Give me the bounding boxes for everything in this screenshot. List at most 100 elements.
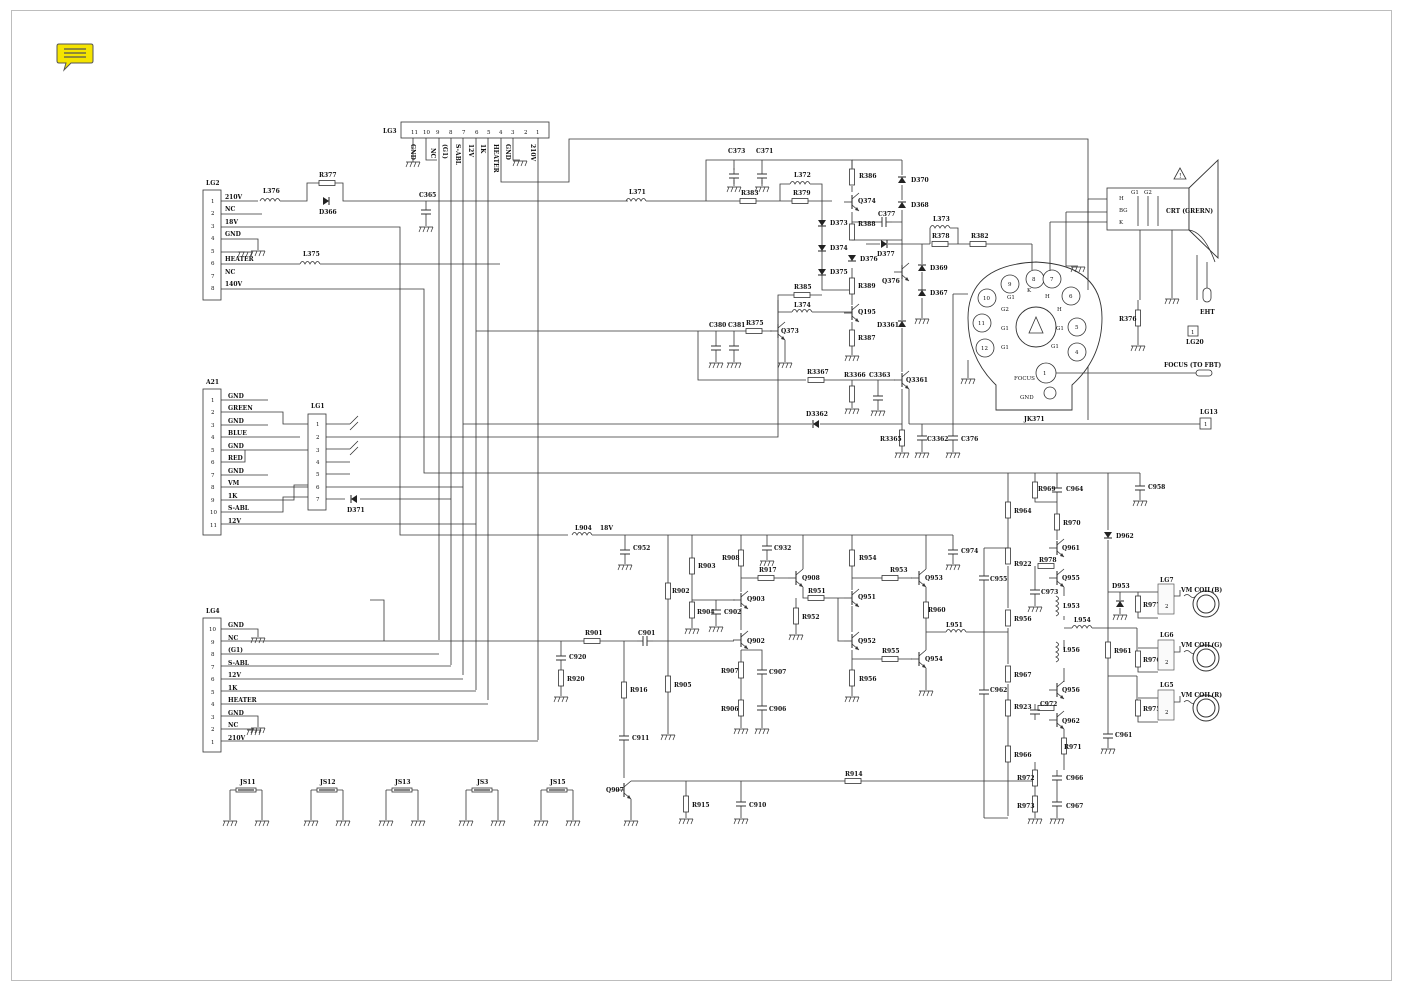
- label-r970: R970: [1063, 520, 1081, 527]
- label-c906: C906: [769, 706, 786, 713]
- connector-a21: A21 1 2 3 4 5 6 7 8 9 10 11 GND GREEN GN…: [202, 379, 476, 536]
- socket-label: H: [1045, 294, 1050, 300]
- label-c371: C371: [756, 148, 773, 155]
- socket-pin: 5: [1075, 325, 1079, 331]
- lg1-pin: 6: [316, 485, 320, 491]
- lg2-pins: 1 2 3 4 5 6 7 8: [211, 199, 215, 292]
- lg20-pin: 1: [1191, 330, 1195, 336]
- lg1-pin: 5: [316, 472, 320, 478]
- label-c376: C376: [961, 436, 978, 443]
- label-r915: R915: [692, 802, 710, 809]
- socket-pin: 7: [1050, 277, 1054, 283]
- label-js13: JS13: [394, 779, 411, 786]
- lg1-pin: 3: [316, 448, 320, 454]
- label-c911: C911: [632, 735, 649, 742]
- label-r953: R953: [890, 567, 908, 574]
- lg3-label: 12V: [467, 144, 474, 157]
- lg4-label: 1K: [228, 685, 238, 692]
- label-c958: C958: [1148, 484, 1165, 491]
- label-r3367: R3367: [807, 369, 829, 376]
- label-r920: R920: [567, 676, 585, 683]
- label-c377: C377: [878, 211, 895, 218]
- sticky-note-icon[interactable]: [56, 42, 94, 72]
- lg4-pin: 9: [211, 640, 215, 646]
- lg1-pin: 2: [316, 435, 320, 441]
- lg4-pin: 2: [211, 727, 215, 733]
- label-q902: Q902: [747, 638, 765, 645]
- label-l953: L953: [1063, 603, 1080, 610]
- label-js11: JS11: [239, 779, 256, 786]
- vm-amplifier: L904 18V C952 C974 R903 R902 R904 C902 R…: [553, 473, 1165, 827]
- vm-coils: R977 2 LG7 VM COIL(B) R976 2 LG6 VM COIL…: [1132, 577, 1222, 723]
- label-q962: Q962: [1062, 718, 1080, 725]
- socket-pin: 11: [978, 321, 985, 327]
- lg2-pin: 3: [211, 224, 215, 230]
- lg3-label: GND: [409, 144, 416, 160]
- lg4-pin: 6: [211, 677, 215, 683]
- label-r388: R388: [858, 221, 876, 228]
- jumper-js12: JS12: [303, 779, 351, 827]
- label-l956: L956: [1063, 647, 1080, 654]
- a21-pin: 10: [210, 510, 217, 516]
- label-r961: R961: [1114, 648, 1132, 655]
- vm-pin: 2: [1165, 604, 1169, 610]
- connector-lg3: LG3 11 10 9 8 7 6 5 4 3 2 1 GND NC (G1) …: [383, 121, 1089, 740]
- label-d3361: D3361: [877, 322, 899, 329]
- jumper-js15: JS15: [533, 779, 581, 827]
- lg4-label: GND: [228, 710, 244, 717]
- lg2-label: 210V: [225, 194, 243, 201]
- label-r972: R972: [1017, 775, 1035, 782]
- label-c902: C902: [724, 609, 741, 616]
- lg13-pin: 1: [1204, 422, 1208, 428]
- label-q376: Q376: [882, 278, 900, 285]
- crt-driver-stage: L371 C373 C371 L372 R383 R379 R386 Q374 …: [463, 148, 1032, 459]
- vm-conn: LG5: [1160, 682, 1174, 689]
- a21-pin: 4: [211, 435, 215, 441]
- label-c920: C920: [569, 654, 586, 661]
- connector-lg1: LG1 1 2 3 4 5 6 7 D371: [307, 300, 779, 514]
- lg3-label: 210V: [529, 144, 536, 162]
- label-r3365: R3365: [880, 436, 902, 443]
- label-r923: R923: [1014, 704, 1032, 711]
- lg3-label: NC: [429, 148, 436, 158]
- warning-icon: !: [1179, 173, 1181, 180]
- lg2-ref: LG2: [206, 180, 220, 187]
- jumpers: JS11 JS12 JS13 JS3 JS15: [222, 779, 581, 827]
- label-r902: R902: [672, 588, 690, 595]
- crt-focus-label: FOCUS (TO FBT): [1164, 362, 1221, 369]
- a21-label: VM: [227, 480, 240, 487]
- lg4-label: GND: [228, 622, 244, 629]
- lg2-pin: 8: [211, 286, 215, 292]
- lg2-pin: 5: [211, 249, 215, 255]
- a21-pin: 7: [211, 473, 215, 479]
- lg3-pin: 4: [499, 130, 503, 136]
- label-r956a: R956: [1014, 616, 1032, 623]
- jumper-js13: JS13: [378, 779, 426, 827]
- a21-pin: 2: [211, 410, 215, 416]
- lg3-pin: 7: [462, 130, 466, 136]
- label-l951: L951: [946, 622, 963, 629]
- label-c3362: C3362: [927, 436, 948, 443]
- lg3-pin: 8: [449, 130, 453, 136]
- label-q956: Q956: [1062, 687, 1080, 694]
- a21-label: RED: [228, 455, 243, 462]
- label-r955: R955: [882, 648, 900, 655]
- label-r971: R971: [1064, 744, 1082, 751]
- label-r966: R966: [1014, 752, 1032, 759]
- vm-coil-label: VM COIL(B): [1180, 587, 1222, 594]
- socket-label: G1: [1001, 345, 1009, 351]
- a21-pin: 6: [211, 460, 215, 466]
- a21-pin: 11: [210, 523, 217, 529]
- lg1-pin: 7: [316, 497, 320, 503]
- label-r917: R917: [759, 567, 777, 574]
- label-l954: L954: [1074, 617, 1091, 624]
- vm-coil-label: VM COIL(G): [1180, 642, 1222, 649]
- lg2-label: 140V: [225, 281, 243, 288]
- label-c973: C973: [1041, 589, 1058, 596]
- lg3-pin: 2: [524, 130, 528, 136]
- label-r964: R964: [1014, 508, 1032, 515]
- vm-coil-g: R976 2 LG6 VM COIL(G): [1135, 628, 1222, 673]
- crt-grid: G2: [1144, 190, 1152, 196]
- label-l374: L374: [794, 302, 811, 309]
- label-d3362: D3362: [806, 411, 828, 418]
